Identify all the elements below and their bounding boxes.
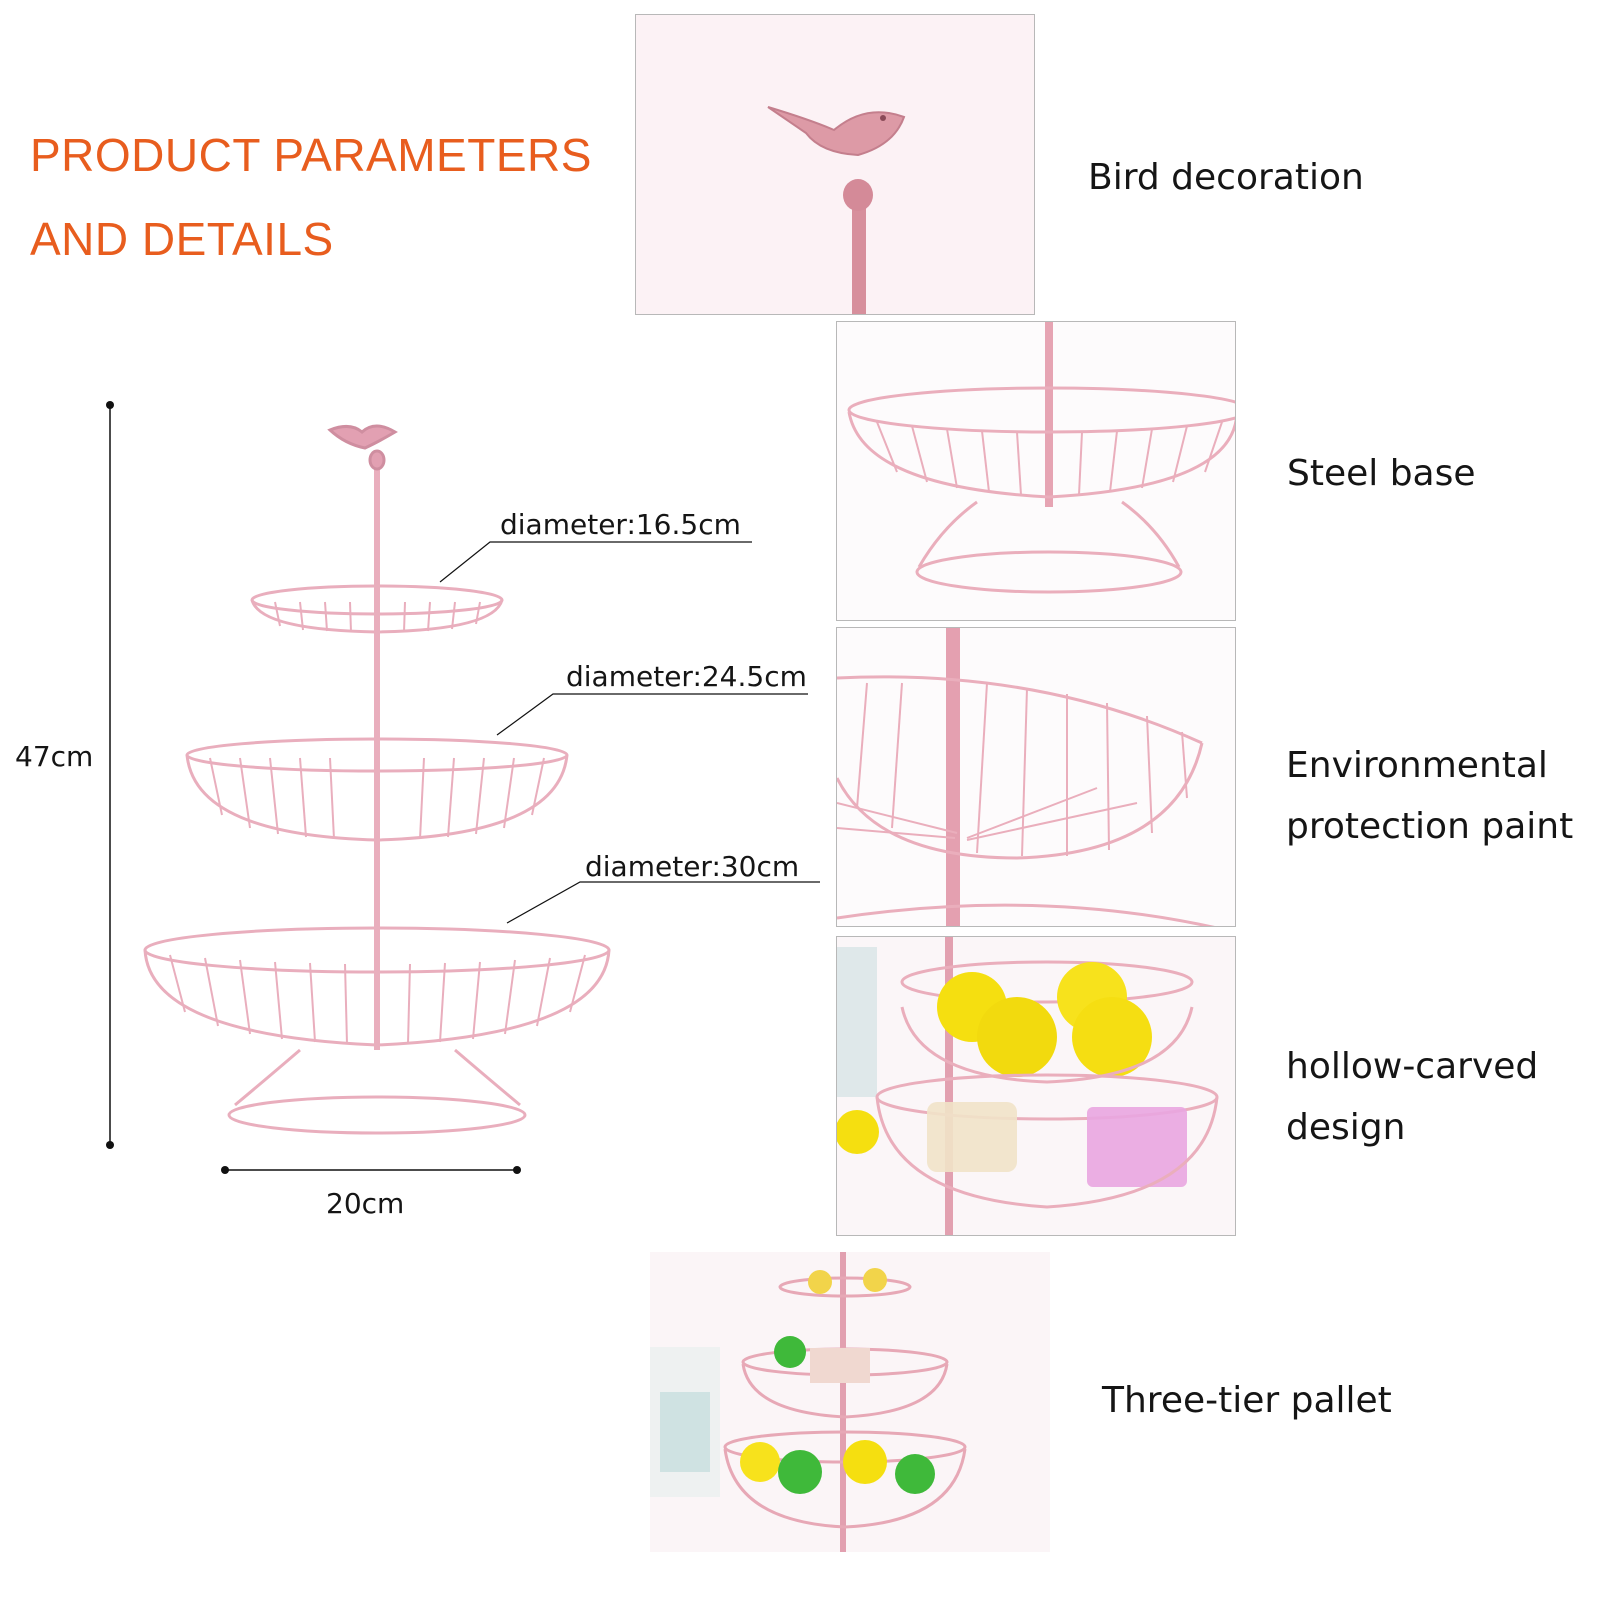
width-label: 20cm <box>326 1187 405 1220</box>
steel-base-photo <box>836 321 1236 621</box>
detail-label-hollow-1: hollow-carved <box>1286 1046 1539 1087</box>
page-title-line2: AND DETAILS <box>30 213 334 265</box>
tiered-stand-illustration <box>143 424 611 1135</box>
detail-label-hollow-2: design <box>1286 1107 1406 1148</box>
detail-label-three-tier: Three-tier pallet <box>1102 1380 1392 1421</box>
bird-decoration-photo <box>635 14 1035 315</box>
height-label: 47cm <box>15 740 94 773</box>
leader-top <box>439 541 752 583</box>
diameter-top-label: diameter:16.5cm <box>500 508 741 541</box>
leader-bottom <box>506 881 820 924</box>
product-dimension-diagram <box>106 401 820 1174</box>
leader-middle <box>496 693 808 736</box>
diameter-bottom-label: diameter:30cm <box>585 850 800 883</box>
detail-label-bird: Bird decoration <box>1088 157 1364 198</box>
basket-wires <box>169 601 586 1045</box>
detail-label-paint-1: Environmental <box>1286 745 1548 786</box>
diameter-middle-label: diameter:24.5cm <box>566 660 807 693</box>
basket-paint-photo <box>836 627 1236 927</box>
page-title-line1: PRODUCT PARAMETERS <box>30 129 592 181</box>
detail-label-paint-2: protection paint <box>1286 806 1574 847</box>
detail-label-steel-base: Steel base <box>1287 453 1476 494</box>
three-tier-stand-photo <box>650 1252 1050 1552</box>
fruit-basket-photo <box>836 936 1236 1236</box>
